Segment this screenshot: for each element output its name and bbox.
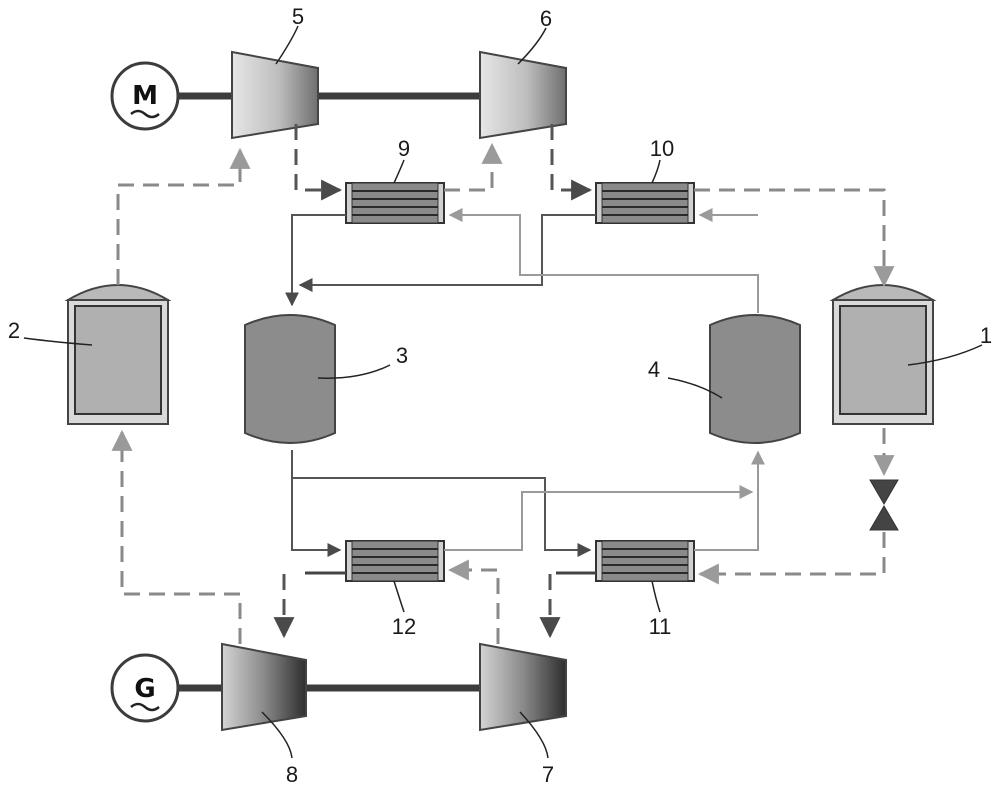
label-3: 3 [396,343,408,368]
label-9: 9 [398,136,410,161]
throttle-valve [869,479,899,531]
heat-exchanger-10 [595,182,695,224]
label-2: 2 [8,318,20,343]
label-10: 10 [650,136,674,161]
expander-7 [479,642,567,732]
label-12: 12 [392,614,416,639]
generator-symbol: G [134,674,155,704]
motor: M [110,61,180,131]
solid-pipes [285,208,765,575]
generator-wave-icon [130,702,160,712]
heat-exchanger-12 [345,540,445,582]
tank-1 [829,284,937,425]
generator: G [110,653,180,723]
tank-2 [64,284,172,425]
label-6: 6 [540,6,552,31]
label-1: 1 [980,323,992,348]
leader-lines [23,25,983,759]
label-5: 5 [292,4,304,29]
label-4: 4 [648,357,660,382]
motor-symbol: M [132,81,158,111]
motor-wave-icon [130,109,160,119]
vessel-3 [244,314,336,444]
dashed-pipes [111,124,895,644]
heat-exchanger-11 [595,540,695,582]
label-8: 8 [286,762,298,787]
heat-exchanger-9 [345,182,445,224]
vessel-4 [709,314,801,444]
label-11: 11 [649,614,672,639]
expander-6 [479,50,567,140]
label-7: 7 [542,762,554,787]
compressor-5 [231,50,319,140]
expander-8 [221,642,307,732]
